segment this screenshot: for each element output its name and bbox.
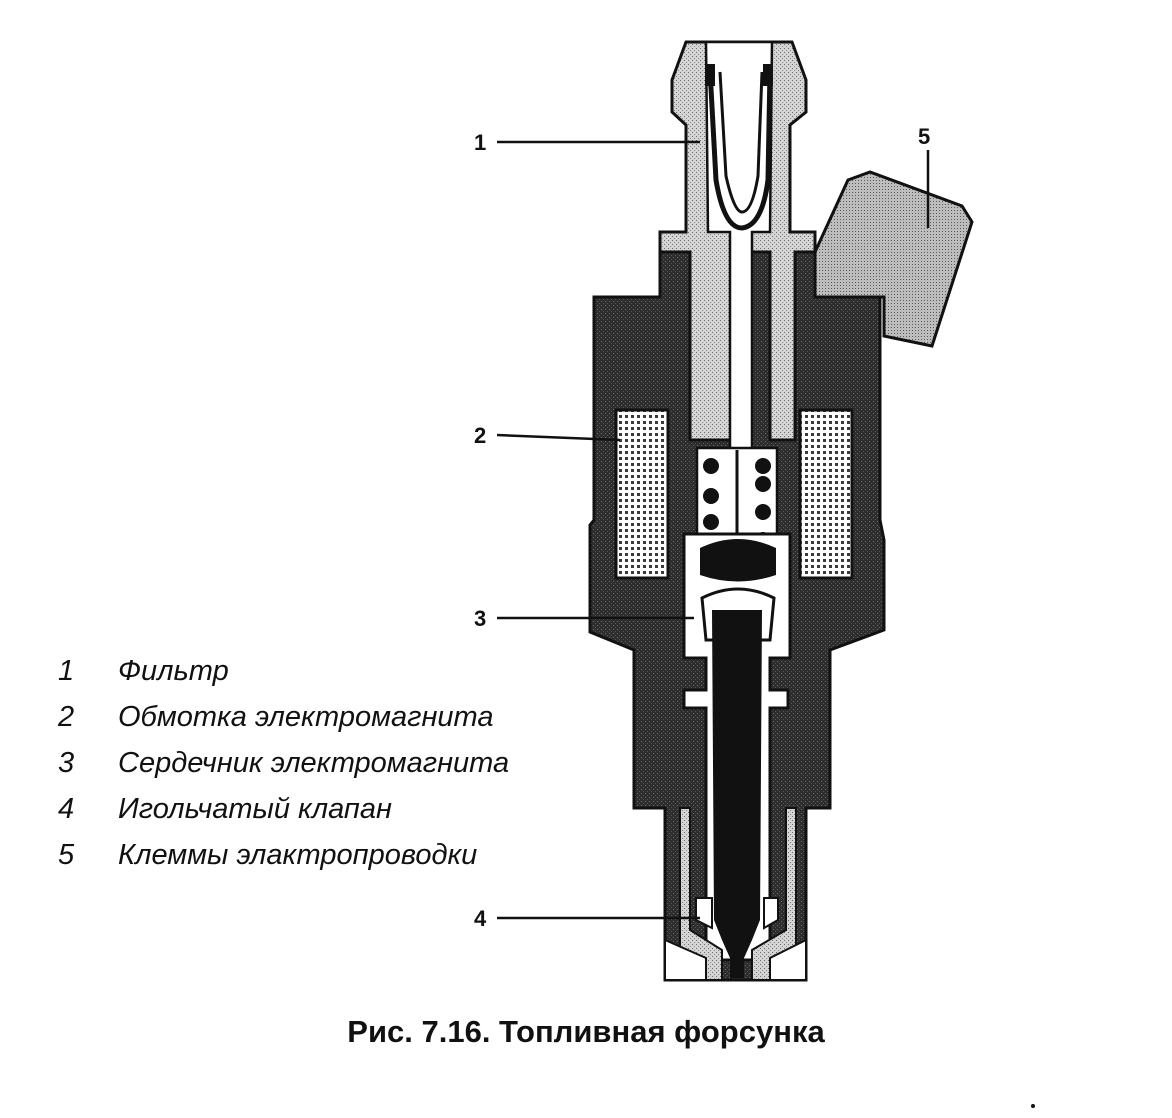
legend-number: 4 — [58, 793, 75, 825]
legend-item: 4 Игольчатый клапан — [58, 793, 509, 839]
legend-item: 5 Клеммы элактропроводки — [58, 839, 509, 885]
solenoid-coil-left — [614, 408, 670, 580]
legend-number: 3 — [58, 747, 75, 779]
callout-3: 3 — [474, 606, 487, 631]
legend-label: Клеммы элактропроводки — [118, 839, 478, 871]
legend-item: 1 Фильтр — [58, 655, 509, 701]
legend-number: 5 — [58, 839, 75, 871]
electrical-terminal — [813, 170, 974, 348]
callout-1: 1 — [474, 130, 487, 155]
leader-line-2 — [496, 433, 621, 442]
legend-item: 2 Обмотка электромагнита — [58, 701, 509, 747]
legend-label: Игольчатый клапан — [118, 793, 392, 825]
callout-2: 2 — [474, 423, 487, 448]
figure-caption: Рис. 7.16. Топливная форсунка — [347, 1014, 825, 1049]
callout-5: 5 — [918, 124, 931, 149]
legend-number: 2 — [58, 701, 75, 733]
needle-valve — [712, 610, 762, 978]
filter-element — [707, 69, 773, 231]
legend-label: Фильтр — [118, 655, 229, 687]
callout-4: 4 — [474, 906, 487, 931]
solenoid-coil-right — [798, 408, 854, 580]
legend-item: 3 Сердечник электромагнита — [58, 747, 509, 793]
stray-dot — [1031, 1104, 1035, 1108]
legend: 1 Фильтр 2 Обмотка электромагнита 3 Серд… — [58, 655, 509, 885]
legend-number: 1 — [58, 655, 75, 687]
legend-label: Сердечник электромагнита — [118, 747, 510, 779]
legend-label: Обмотка электромагнита — [118, 701, 494, 733]
